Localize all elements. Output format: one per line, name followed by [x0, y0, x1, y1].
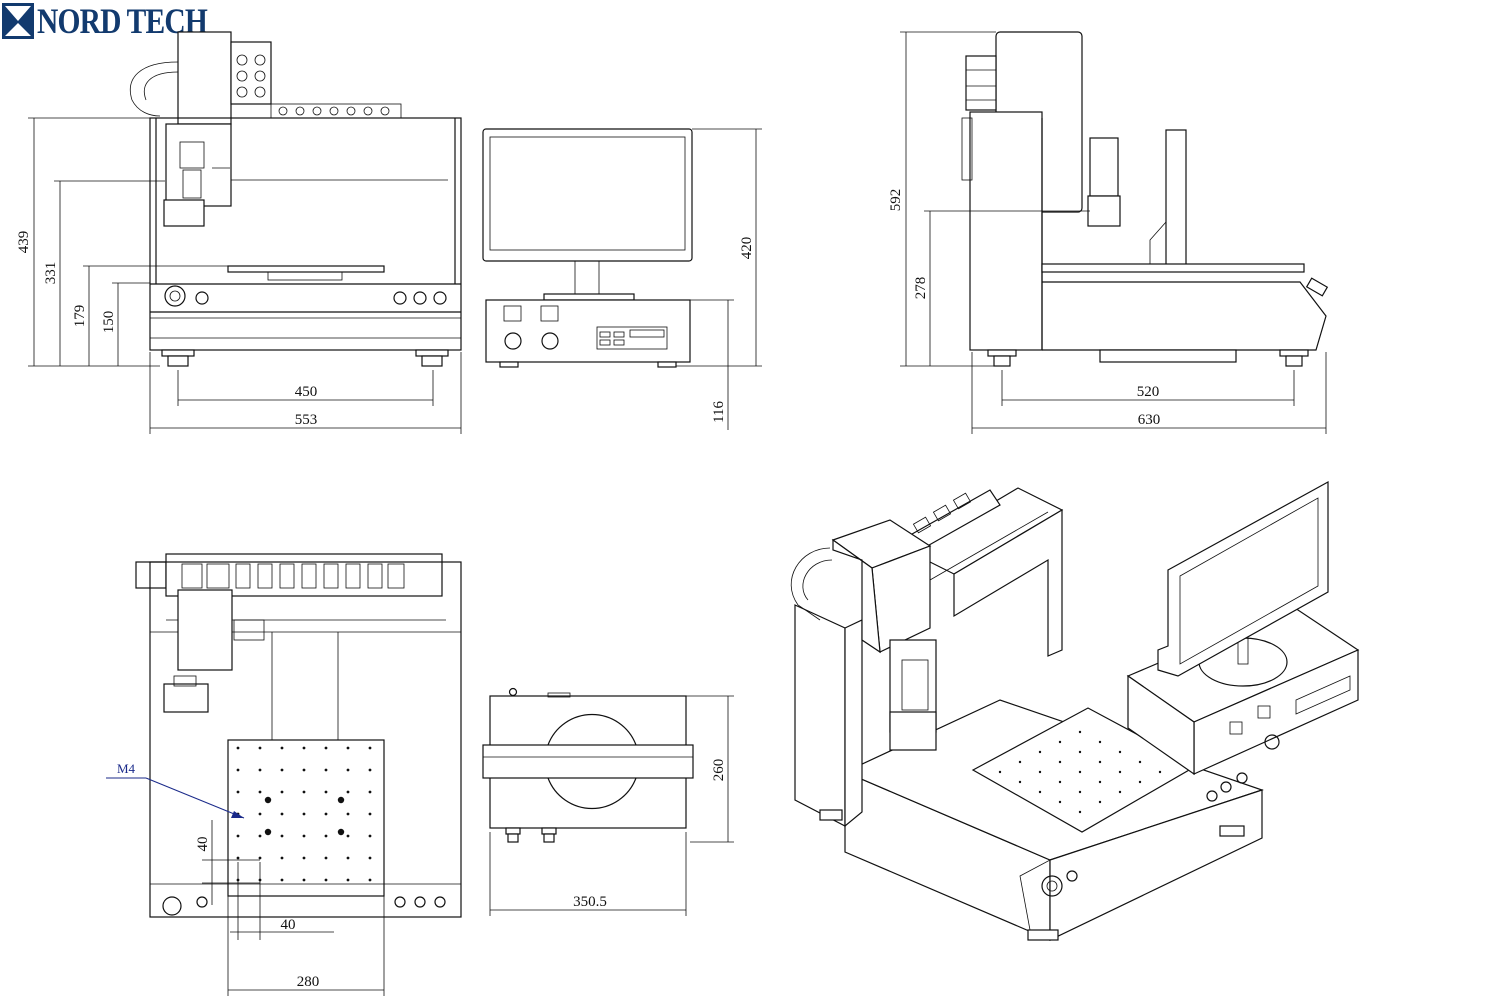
logo-mark-icon [2, 3, 34, 39]
dim-side-520: 520 [1137, 384, 1160, 400]
dim-front-450: 450 [295, 384, 318, 400]
dim-top-40-horizontal: 40 [281, 917, 296, 933]
dim-monitor-260: 260 [711, 759, 727, 782]
side-view: 592 278 520 630 [888, 31, 1329, 434]
iso-plate-holes [998, 730, 1162, 814]
monitor-front-view: 420 116 [482, 128, 762, 430]
dim-top-280: 280 [297, 974, 320, 990]
dim-monitor-350-5: 350.5 [573, 894, 607, 910]
dim-monitor-116: 116 [711, 401, 727, 423]
front-view: 439 331 179 150 450 553 [16, 31, 462, 434]
dim-side-592: 592 [888, 189, 904, 212]
dim-front-179: 179 [72, 305, 88, 328]
monitor-top-view: 260 350.5 [482, 687, 734, 916]
dim-side-630: 630 [1138, 412, 1161, 428]
dim-top-40-vertical: 40 [195, 837, 211, 852]
dim-front-331: 331 [43, 262, 59, 285]
isometric-view [790, 480, 1360, 941]
dim-monitor-420: 420 [739, 237, 755, 260]
label-m4: M4 [117, 761, 136, 776]
dim-front-150: 150 [101, 311, 117, 334]
dim-side-278: 278 [913, 277, 929, 300]
dim-front-553: 553 [295, 412, 318, 428]
dim-front-439: 439 [16, 231, 32, 254]
top-view: M4 40 40 280 [106, 553, 462, 996]
